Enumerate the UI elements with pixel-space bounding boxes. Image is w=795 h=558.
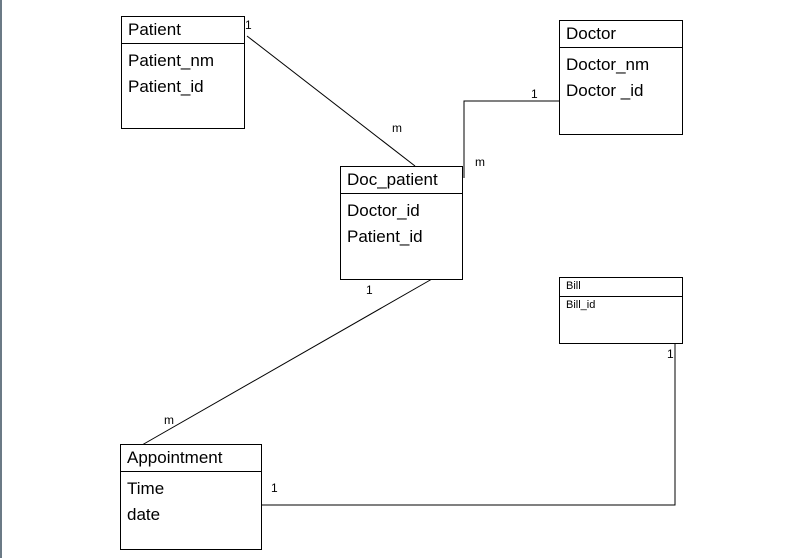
cardinality-label: 1 <box>245 18 252 32</box>
cardinality-label: m <box>475 155 485 169</box>
entity-attributes: Patient_nm Patient_id <box>122 44 244 100</box>
entity-patient[interactable]: Patient Patient_nm Patient_id <box>121 16 245 129</box>
entity-doctor[interactable]: Doctor Doctor_nm Doctor _id <box>559 20 683 135</box>
entity-bill[interactable]: Bill Bill_id <box>559 277 683 344</box>
entity-attribute: Patient_nm <box>128 51 214 70</box>
cardinality-label: 1 <box>271 481 278 495</box>
entity-title: Patient <box>122 17 244 44</box>
bill-appointment-line <box>262 344 676 506</box>
entity-attributes: Doctor_nm Doctor _id <box>560 48 682 104</box>
entity-attributes: Doctor_id Patient_id <box>341 194 462 250</box>
cardinality-label: 1 <box>531 87 538 101</box>
entity-title: Doctor <box>560 21 682 48</box>
entity-title: Appointment <box>121 445 261 472</box>
cardinality-label: m <box>164 413 174 427</box>
entity-doc-patient[interactable]: Doc_patient Doctor_id Patient_id <box>340 166 463 280</box>
entity-attribute: Doctor _id <box>566 81 644 100</box>
entity-attribute: Patient_id <box>128 77 204 96</box>
entity-attribute: Doctor_nm <box>566 55 650 74</box>
entity-attribute: Doctor_id <box>347 201 420 220</box>
entity-attributes: Bill_id <box>560 297 682 312</box>
docpatient-appointment-line <box>141 278 433 446</box>
window-left-border <box>0 0 2 558</box>
entity-attribute: Bill_id <box>566 299 596 311</box>
entity-attribute: date <box>127 505 161 524</box>
entity-appointment[interactable]: Appointment Time date <box>120 444 262 550</box>
cardinality-label: m <box>392 121 402 135</box>
entity-title: Doc_patient <box>341 167 462 194</box>
entity-attributes: Time date <box>121 472 261 528</box>
entity-attribute: Time <box>127 479 165 498</box>
doctor-docpatient-line <box>463 100 559 178</box>
cardinality-label: 1 <box>366 283 373 297</box>
entity-attribute: Patient_id <box>347 227 423 246</box>
patient-docpatient-line <box>246 35 416 167</box>
entity-title: Bill <box>560 278 682 297</box>
cardinality-label: 1 <box>667 347 674 361</box>
